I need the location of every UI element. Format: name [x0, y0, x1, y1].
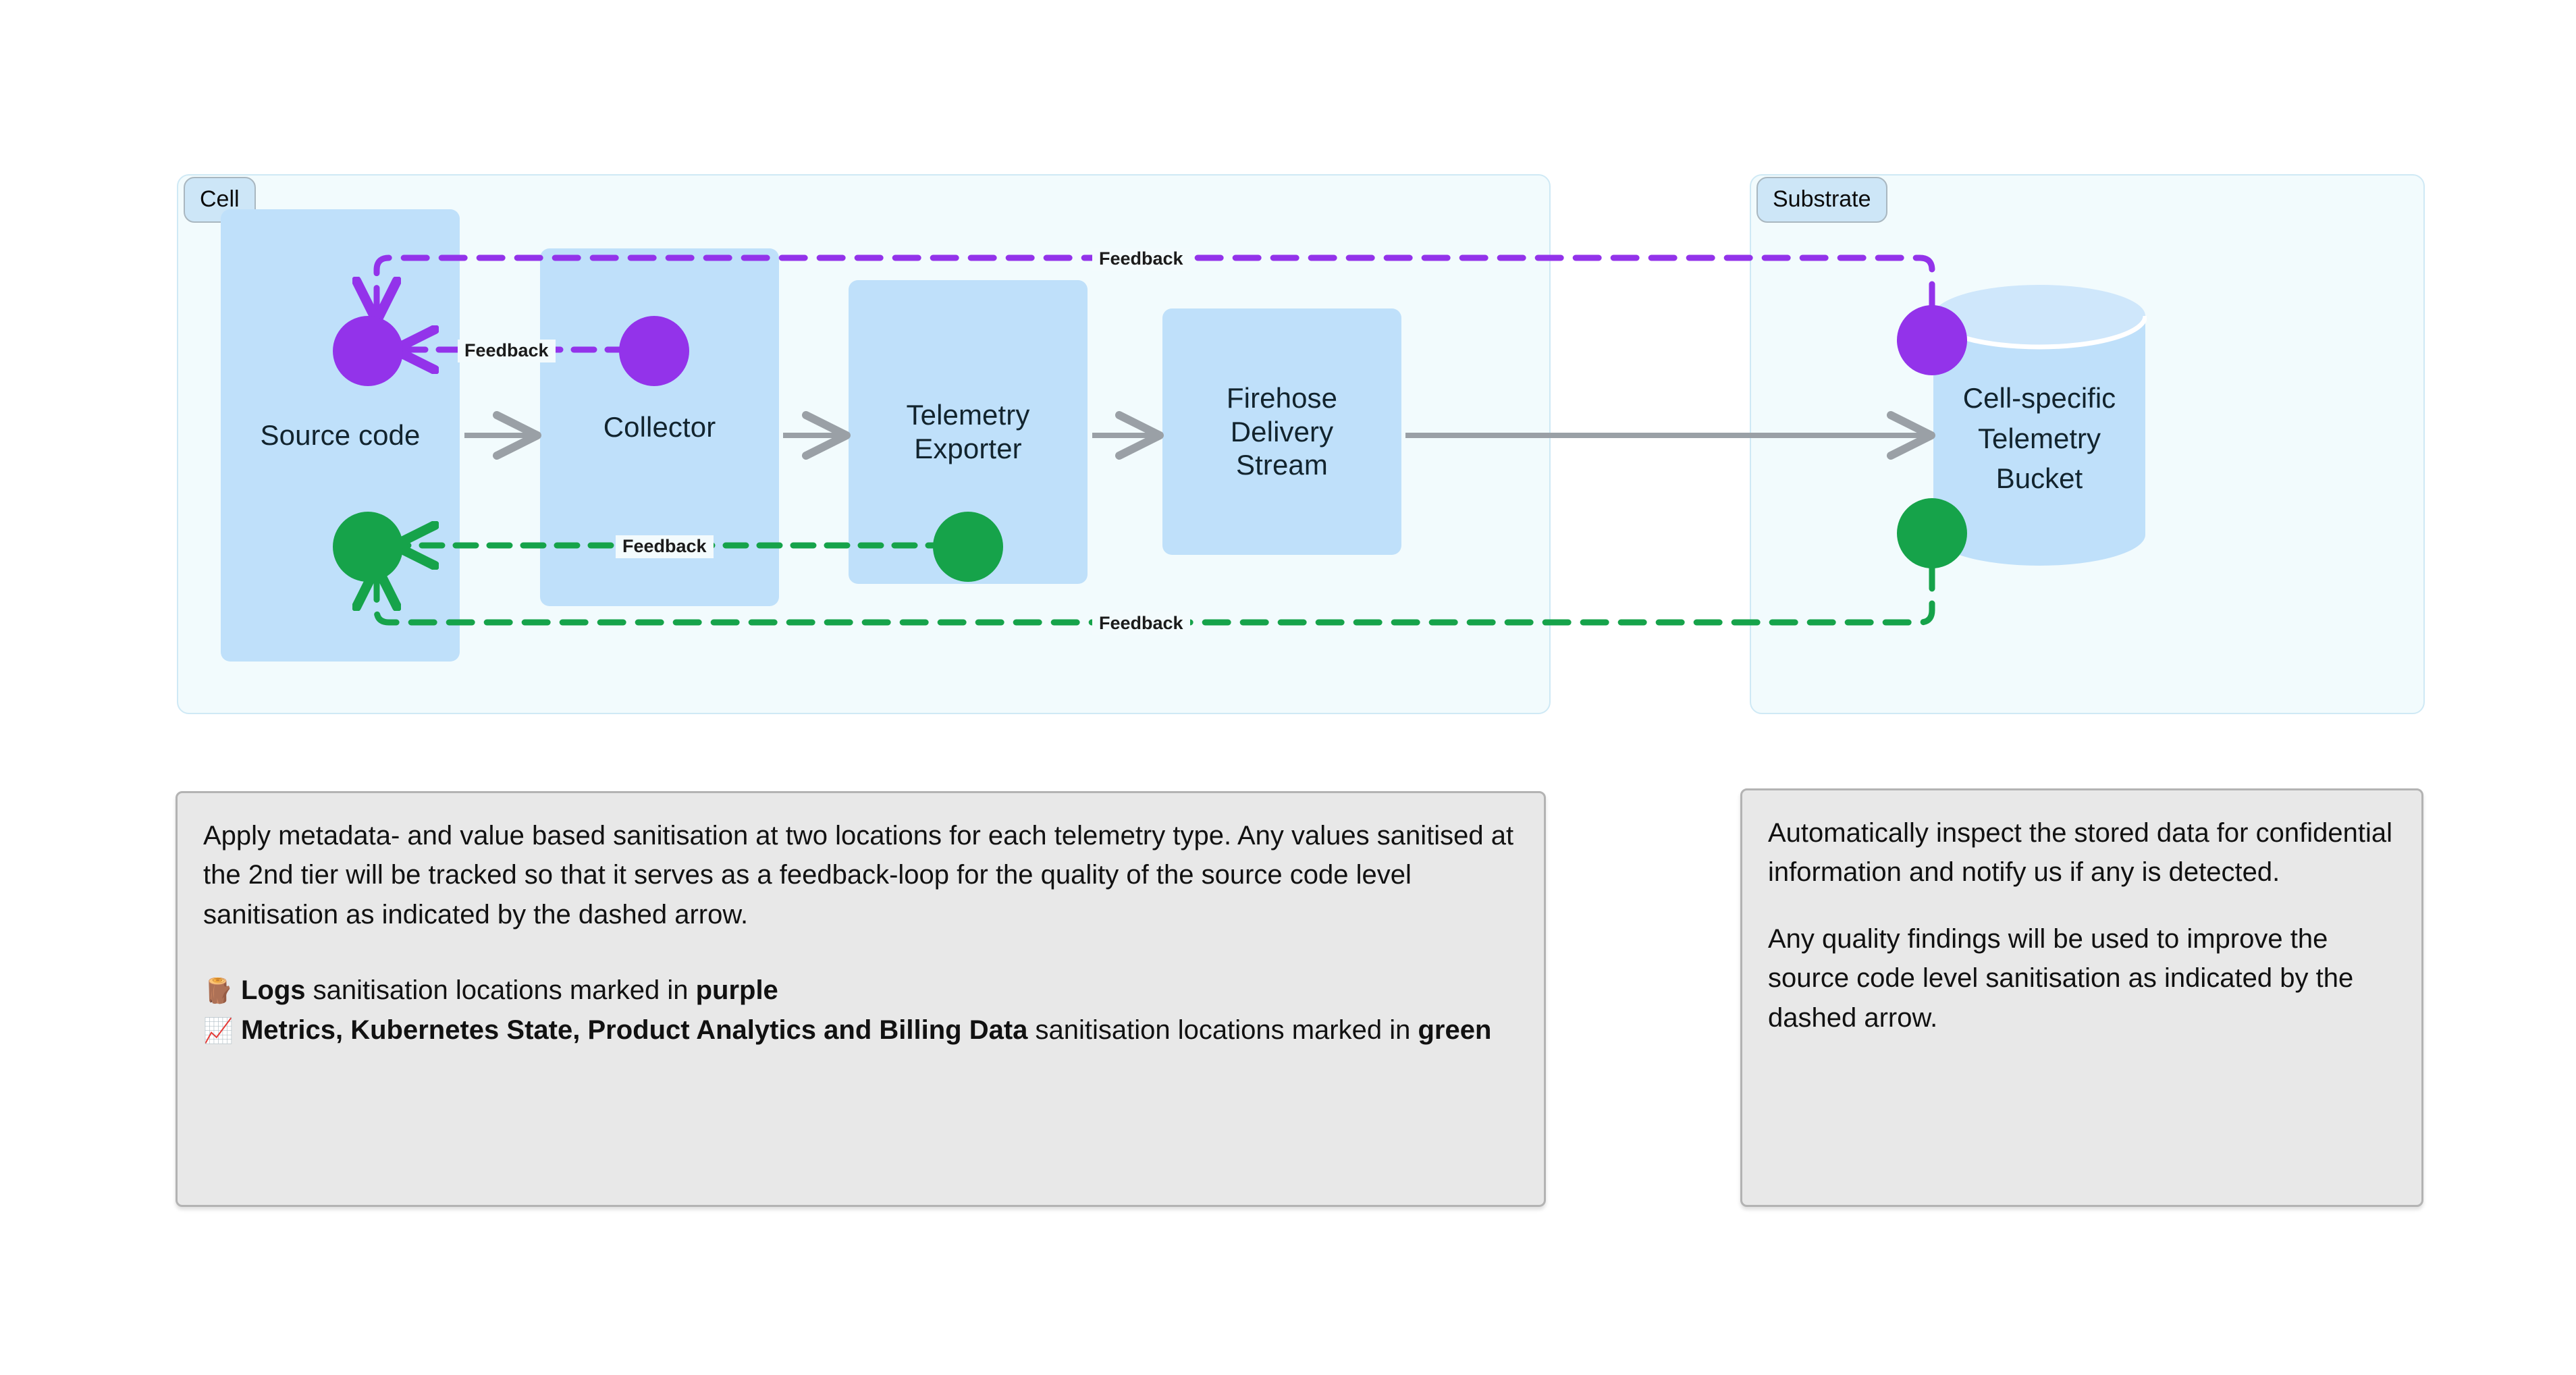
node-firehose-labels: Firehose Delivery Stream — [1227, 381, 1337, 482]
wood-log-emoji: 🪵 — [203, 977, 234, 1006]
marker-purple-source-code[interactable] — [333, 316, 403, 386]
marker-green-source-code[interactable] — [333, 512, 403, 582]
node-firehose-line-3: Stream — [1236, 449, 1328, 481]
note-left-spacer — [203, 934, 1518, 971]
legend-row-metrics: 📈 Metrics, Kubernetes State, Product Ana… — [203, 1010, 1518, 1050]
note-left-paragraph: Apply metadata- and value based sanitisa… — [203, 821, 1514, 929]
edge-label-feedback-exporter: Feedback — [616, 535, 714, 558]
node-firehose-line-1: Firehose — [1226, 382, 1338, 414]
legend-row-logs: 🪵 Logs sanitisation locations marked in … — [203, 971, 1518, 1010]
node-telemetry-exporter-line-1: Telemetry — [906, 399, 1030, 431]
legend-metrics-middle: sanitisation locations marked in — [1027, 1015, 1418, 1045]
legend-logs-middle: sanitisation locations marked in — [305, 975, 696, 1006]
group-substrate-label: Substrate — [1756, 177, 1887, 223]
chart-increasing-emoji: 📈 — [203, 1017, 234, 1045]
node-source-code[interactable]: Source code — [221, 209, 460, 662]
marker-purple-collector[interactable] — [619, 316, 689, 386]
legend-metrics-tail: green — [1418, 1015, 1492, 1045]
note-right-paragraph-1: Automatically inspect the stored data fo… — [1768, 818, 2392, 888]
marker-green-telemetry-exporter[interactable] — [933, 512, 1003, 582]
legend-metrics-lead: Metrics, Kubernetes State, Product Analy… — [240, 1015, 1028, 1045]
edge-label-feedback-collector: Feedback — [458, 340, 556, 362]
note-right-paragraph-2: Any quality findings will be used to imp… — [1768, 923, 2354, 1033]
marker-purple-bucket[interactable] — [1897, 305, 1967, 375]
note-card-left: Apply metadata- and value based sanitisa… — [176, 791, 1546, 1207]
cylinder-shape — [1931, 285, 2148, 566]
marker-green-bucket[interactable] — [1897, 498, 1967, 568]
node-firehose-line-2: Delivery — [1230, 415, 1334, 448]
node-firehose-delivery-stream[interactable]: Firehose Delivery Stream — [1162, 308, 1401, 555]
legend-logs-tail: purple — [695, 975, 778, 1006]
node-collector-label: Collector — [603, 411, 716, 443]
group-cell-label: Cell — [184, 177, 256, 223]
edge-label-feedback-top: Feedback — [1092, 248, 1190, 271]
node-source-code-label: Source code — [260, 419, 421, 452]
edge-label-feedback-bottom: Feedback — [1092, 612, 1190, 635]
legend-logs-lead: Logs — [240, 975, 306, 1006]
note-card-right: Automatically inspect the stored data fo… — [1740, 788, 2423, 1207]
node-telemetry-exporter-line-2: Exporter — [914, 433, 1022, 464]
node-telemetry-exporter-labels: Telemetry Exporter — [907, 398, 1030, 465]
